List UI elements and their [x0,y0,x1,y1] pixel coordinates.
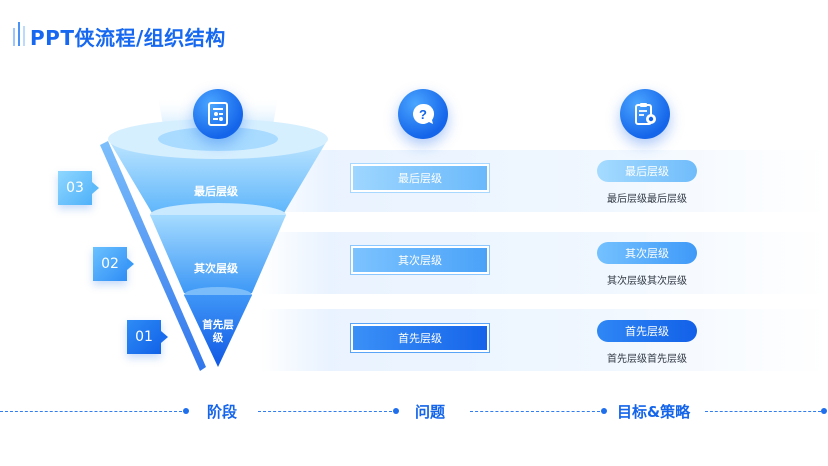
goal-pill-bottom: 首先层级 [597,320,697,342]
stage-number-02: 02 [93,247,134,281]
funnel-label-top: 最后层级 [194,185,238,198]
funnel-top-level [108,139,328,213]
row-band-middle [260,232,828,294]
clipboard-target-icon [620,89,670,139]
funnel-bottom-level [184,295,252,367]
page-title: PPT侠流程/组织结构 [30,26,226,50]
question-chat-icon: ? [398,89,448,139]
row-band-top [260,150,828,212]
stage-pointer-icon [127,258,134,270]
stage-number-text: 03 [66,180,84,196]
axis-line-segment [470,411,600,412]
question-box-middle: 其次层级 [351,246,489,274]
axis-line-segment [258,411,392,412]
question-box-bottom: 首先层级 [351,324,489,352]
stage-pointer-icon [92,182,99,194]
goal-text-middle: 其次层级其次层级 [607,276,687,287]
axis-line-segment [0,411,182,412]
axis-label-goals: 目标&策略 [617,403,691,421]
axis-dot [601,408,607,414]
svg-text:?: ? [419,107,427,122]
row-band-bottom [260,309,828,371]
stage-number-text: 02 [101,256,119,272]
axis-line-segment [705,411,821,412]
goal-text-bottom: 首先层级首先层级 [607,354,687,365]
funnel-label-bottom: 首先层级 [200,319,236,345]
axis-label-problem: 问题 [415,403,446,421]
question-box-top: 最后层级 [351,164,489,192]
axis-dot [821,408,827,414]
axis-label-stage: 阶段 [207,403,238,421]
axis-dot [183,408,189,414]
funnel-label-bottom-text: 首先层级 [202,319,234,344]
stage-number-01: 01 [127,320,168,354]
funnel-side-arrow [100,141,206,371]
document-settings-icon [193,89,243,139]
goal-pill-middle: 其次层级 [597,242,697,264]
stage-number-text: 01 [135,329,153,345]
stage-number-03: 03 [58,171,99,205]
funnel-middle-level [150,215,286,293]
axis-dot [393,408,399,414]
goal-pill-top: 最后层级 [597,160,697,182]
stage-pointer-icon [161,331,168,343]
title-decoration-icon [13,22,25,46]
funnel-diagram [100,97,328,371]
goal-text-top: 最后层级最后层级 [607,194,687,205]
funnel-label-middle: 其次层级 [194,262,238,275]
